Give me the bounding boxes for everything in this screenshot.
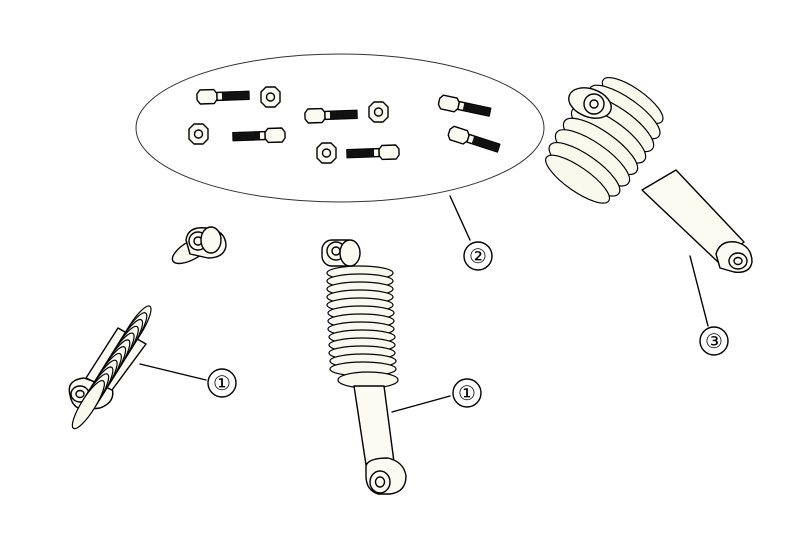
center-absorber: ① xyxy=(321,239,482,495)
hardware-kit xyxy=(135,53,545,203)
bolt-2 xyxy=(304,106,358,124)
bolt-6 xyxy=(446,124,502,156)
bolt-4 xyxy=(232,127,286,145)
nut-4 xyxy=(316,142,337,164)
bolt-1 xyxy=(196,87,250,105)
nut-1 xyxy=(260,86,281,108)
right-absorber: ③ xyxy=(545,77,753,356)
svg-text:②: ② xyxy=(469,244,487,268)
callout-right-absorber: ③ xyxy=(699,326,729,356)
nut-2 xyxy=(368,101,389,123)
hardware-kit-outline xyxy=(135,53,545,203)
bolt-3 xyxy=(436,93,493,120)
nut-3 xyxy=(188,123,209,145)
left-absorber: ① xyxy=(66,226,237,433)
svg-text:①: ① xyxy=(213,371,231,395)
svg-text:③: ③ xyxy=(705,329,723,353)
callout-left-absorber: ① xyxy=(207,368,237,398)
callout-hardware-kit: ② xyxy=(463,241,493,271)
bolt-5 xyxy=(346,144,400,162)
callout-center-absorber: ① xyxy=(452,378,482,408)
svg-text:①: ① xyxy=(458,381,476,405)
